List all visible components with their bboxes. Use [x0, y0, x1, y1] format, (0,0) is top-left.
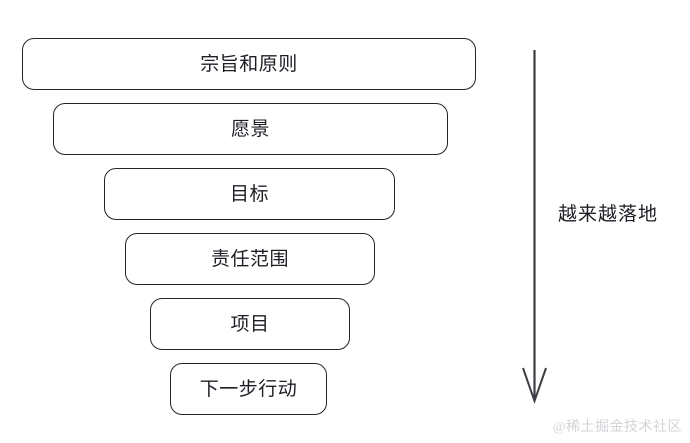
funnel-level-label: 责任范围	[210, 248, 289, 270]
watermark: @稀土掘金技术社区	[552, 420, 682, 435]
funnel-level-label: 愿景	[230, 118, 270, 140]
arrow-caption: 越来越落地	[558, 204, 659, 225]
funnel-level-1[interactable]: 宗旨和原则	[22, 38, 476, 90]
funnel-level-4[interactable]: 责任范围	[125, 233, 375, 285]
funnel-level-label: 项目	[230, 313, 270, 335]
funnel-level-label: 目标	[229, 183, 269, 205]
funnel-level-5[interactable]: 项目	[150, 298, 350, 350]
funnel-level-2[interactable]: 愿景	[53, 103, 448, 155]
down-arrow-icon	[505, 30, 575, 415]
funnel-level-label: 下一步行动	[199, 378, 298, 400]
funnel-level-6[interactable]: 下一步行动	[170, 363, 327, 415]
funnel-level-3[interactable]: 目标	[104, 168, 395, 220]
funnel-level-label: 宗旨和原则	[200, 53, 298, 75]
